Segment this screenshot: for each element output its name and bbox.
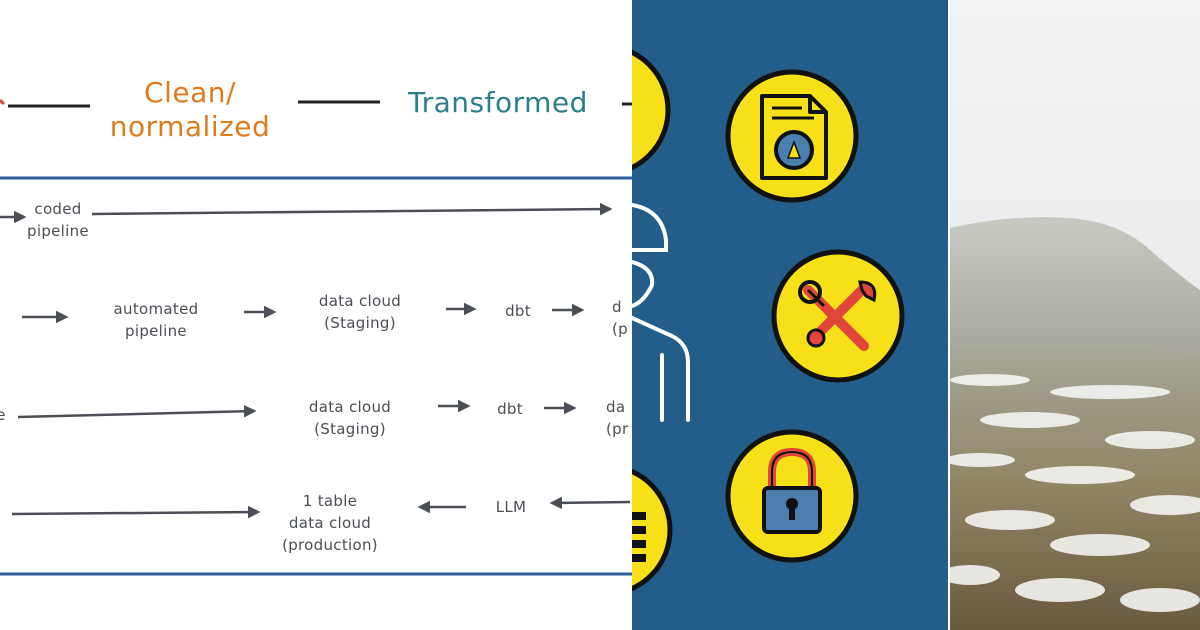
snow-patches (950, 374, 1200, 612)
icon-badges (632, 49, 905, 592)
stage-label-clean-line1: Clean/ (144, 76, 236, 109)
stage-label-clean-line2: normalized (109, 110, 271, 143)
row3-node-partial-left: e (0, 406, 6, 424)
icon-badges-panel (632, 0, 948, 630)
wrench-screwdriver-icon (771, 249, 905, 383)
row2-node-dbt: dbt (505, 302, 531, 320)
row4-node1-line2: data cloud (288, 514, 372, 532)
row4-node1-line1: 1 table (302, 492, 358, 510)
row3-node-dbt: dbt (497, 400, 523, 418)
landscape-photo (950, 0, 1200, 630)
row4-node1-line3: (production) (282, 536, 378, 554)
row4-arrow-3 (549, 496, 631, 510)
row1-node-line2: pipeline (27, 222, 89, 240)
row3-node-partial-right: da (pr (606, 396, 632, 440)
row1-node-line1: coded (34, 200, 82, 218)
row2-node-data-cloud-staging: data cloud (Staging) (292, 290, 428, 334)
row3-arrow-1 (17, 405, 257, 419)
row2-node2-line2: (Staging) (324, 314, 396, 332)
distant-hill (950, 217, 1200, 360)
stage-label-transformed: Transformed (408, 86, 588, 119)
pipeline-diagram-panel: Clean/ normalized Transformed coded pipe… (0, 76, 632, 576)
row1-node-coded-pipeline: coded pipeline (22, 198, 94, 242)
stage-label-clean: Clean/ normalized (100, 76, 280, 144)
row1-arrow-long (91, 202, 613, 216)
row2-node-automated-pipeline: automated pipeline (96, 298, 216, 342)
row2-node-partial: d (p (612, 296, 632, 340)
padlock-icon (725, 429, 859, 563)
worker-hardhat-icon (632, 203, 690, 422)
stage-connector-left-edge (0, 98, 6, 106)
row2-node1-line2: pipeline (125, 322, 187, 340)
row4-arrow-1 (11, 505, 261, 519)
coin-badge-partial-top (632, 49, 671, 171)
row3-node2-line1: data cloud (308, 398, 392, 416)
row3-node4-line1: da (606, 398, 626, 416)
row2-node2-line1: data cloud (318, 292, 402, 310)
row2-node1-line1: automated (113, 300, 199, 318)
row2-node4-line2: (p (612, 320, 628, 338)
diagram-lines (0, 98, 632, 576)
coin-stack-icon (632, 468, 673, 592)
row2-node4-line1: d (612, 298, 622, 316)
snow-covered-hillside-icon (950, 0, 1200, 630)
panel-divider-2 (948, 0, 950, 630)
document-compass-icon (725, 69, 859, 203)
row3-node-data-cloud-staging: data cloud (Staging) (282, 396, 418, 440)
row4-node-production-table: 1 table data cloud (production) (262, 490, 398, 556)
row3-node4-line2: (pr (606, 420, 629, 438)
row4-node-llm: LLM (495, 498, 527, 516)
row3-node2-line2: (Staging) (314, 420, 386, 438)
